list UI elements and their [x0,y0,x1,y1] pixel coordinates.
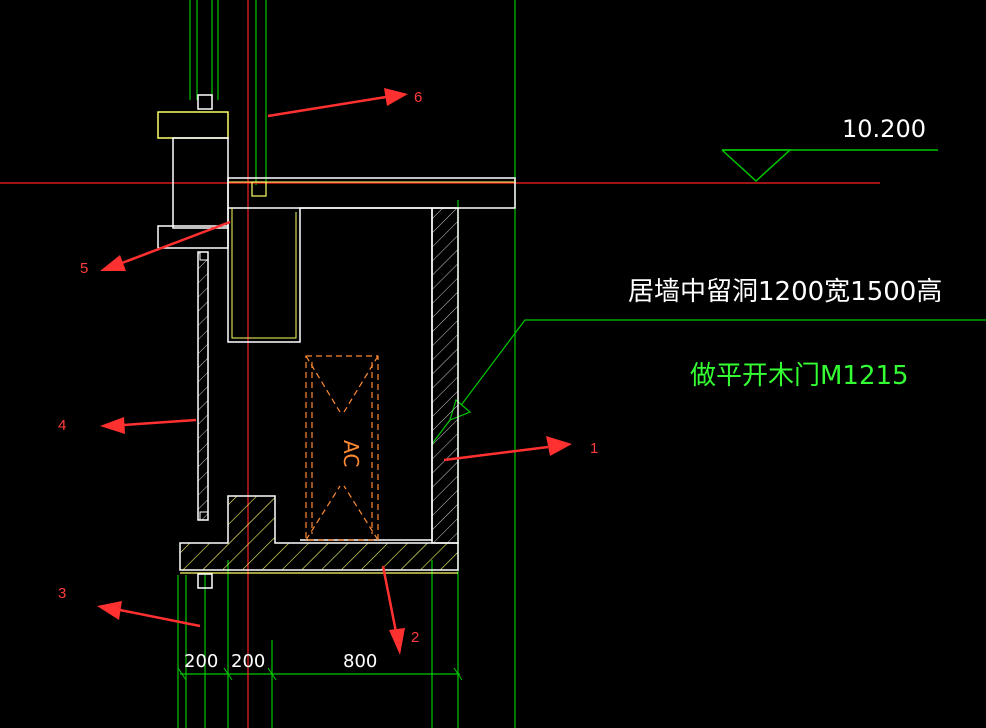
dim-200-b: 200 [231,651,265,672]
marker-1: 1 [590,440,598,457]
ac-unit [305,355,379,541]
marker-3: 3 [58,585,66,602]
elevation-value: 10.200 [842,115,926,143]
marker-6: 6 [414,89,422,106]
opening-note: 居墙中留洞1200宽1500高 [628,277,942,307]
door-wall [431,207,459,544]
dimension-line [177,667,463,681]
building-section [157,94,516,589]
bottom-slab [179,495,459,571]
marker-2: 2 [411,629,419,646]
grid-lines [177,0,516,728]
inner-wall [227,207,433,541]
dim-200-a: 200 [184,651,218,672]
axis-lines [0,0,880,728]
elevation-marker: 10.200 [721,115,938,183]
left-window [197,251,209,521]
marker-4: 4 [58,417,66,434]
door-note: 做平开木门M1215 [690,361,909,391]
dim-800: 800 [343,651,377,672]
ac-label: AC [339,440,363,467]
upper-frame [157,111,229,139]
callout-arrows [97,88,572,655]
marker-5: 5 [80,260,88,277]
